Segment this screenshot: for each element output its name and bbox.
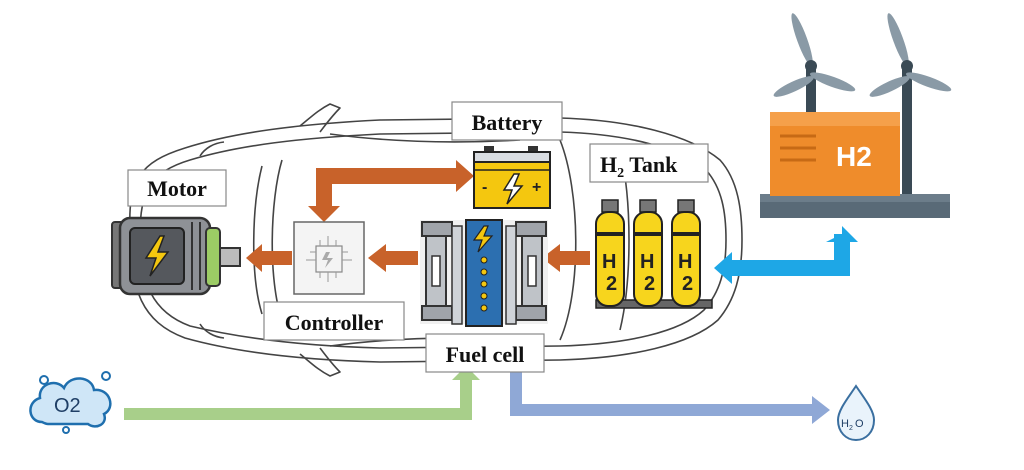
h2o-text-o: O bbox=[855, 418, 864, 430]
h2-station-icon: H2 bbox=[760, 13, 952, 218]
motor-label: Motor bbox=[147, 176, 207, 201]
h2-cylinder: H 2 bbox=[671, 199, 701, 307]
wind-turbine-icon bbox=[869, 13, 952, 97]
arrow-station-to-tank bbox=[714, 226, 858, 284]
fuel-cell-label: Fuel cell bbox=[446, 342, 525, 367]
arrow-controller-battery-elbow bbox=[308, 160, 474, 222]
battery-icon: - + bbox=[473, 146, 551, 209]
lightning-icon bbox=[144, 235, 170, 277]
arrow-fuelcell-to-controller bbox=[368, 244, 418, 272]
battery-label: Battery bbox=[472, 110, 543, 135]
label-battery: Battery bbox=[451, 101, 563, 141]
water-drop-icon: H 2 O bbox=[836, 384, 876, 442]
o2-cloud-icon: O2 bbox=[29, 371, 112, 434]
h2-tank-label: H2 Tank bbox=[600, 152, 678, 181]
battery-minus: - bbox=[482, 179, 487, 196]
svg-text:2: 2 bbox=[606, 273, 617, 295]
label-controller: Controller bbox=[263, 301, 405, 341]
motor-icon bbox=[111, 216, 241, 296]
h2-cylinder: H 2 bbox=[633, 199, 663, 307]
controller-label: Controller bbox=[285, 310, 384, 335]
svg-text:H: H bbox=[640, 251, 654, 273]
svg-text:2: 2 bbox=[682, 273, 693, 295]
h2o-text-sub: 2 bbox=[849, 425, 853, 432]
arrow-oxygen-to-fuelcell bbox=[124, 366, 480, 420]
h2-tank-icon: H 2 H 2 H 2 bbox=[595, 199, 713, 309]
battery-plus: + bbox=[532, 179, 541, 196]
h2-cylinder: H 2 bbox=[595, 199, 625, 307]
arrow-fuelcell-to-water bbox=[510, 370, 830, 424]
o2-text: O2 bbox=[54, 395, 81, 417]
h2o-text-h: H bbox=[841, 418, 849, 430]
station-h2-text: H2 bbox=[836, 141, 872, 172]
svg-text:2: 2 bbox=[644, 273, 655, 295]
arrow-controller-to-motor bbox=[246, 244, 292, 272]
lightning-icon bbox=[472, 225, 494, 253]
svg-text:H: H bbox=[602, 251, 616, 273]
label-fuel-cell: Fuel cell bbox=[425, 333, 545, 373]
svg-text:H: H bbox=[678, 251, 692, 273]
label-motor: Motor bbox=[127, 169, 227, 207]
wind-turbine-icon bbox=[773, 13, 856, 97]
label-h2-tank: H2 Tank bbox=[589, 143, 709, 183]
arrow-tank-to-fuelcell bbox=[542, 244, 590, 272]
power-flow-arrows bbox=[246, 160, 590, 272]
controller-icon bbox=[293, 221, 365, 295]
fuel-cell-icon bbox=[420, 219, 548, 327]
